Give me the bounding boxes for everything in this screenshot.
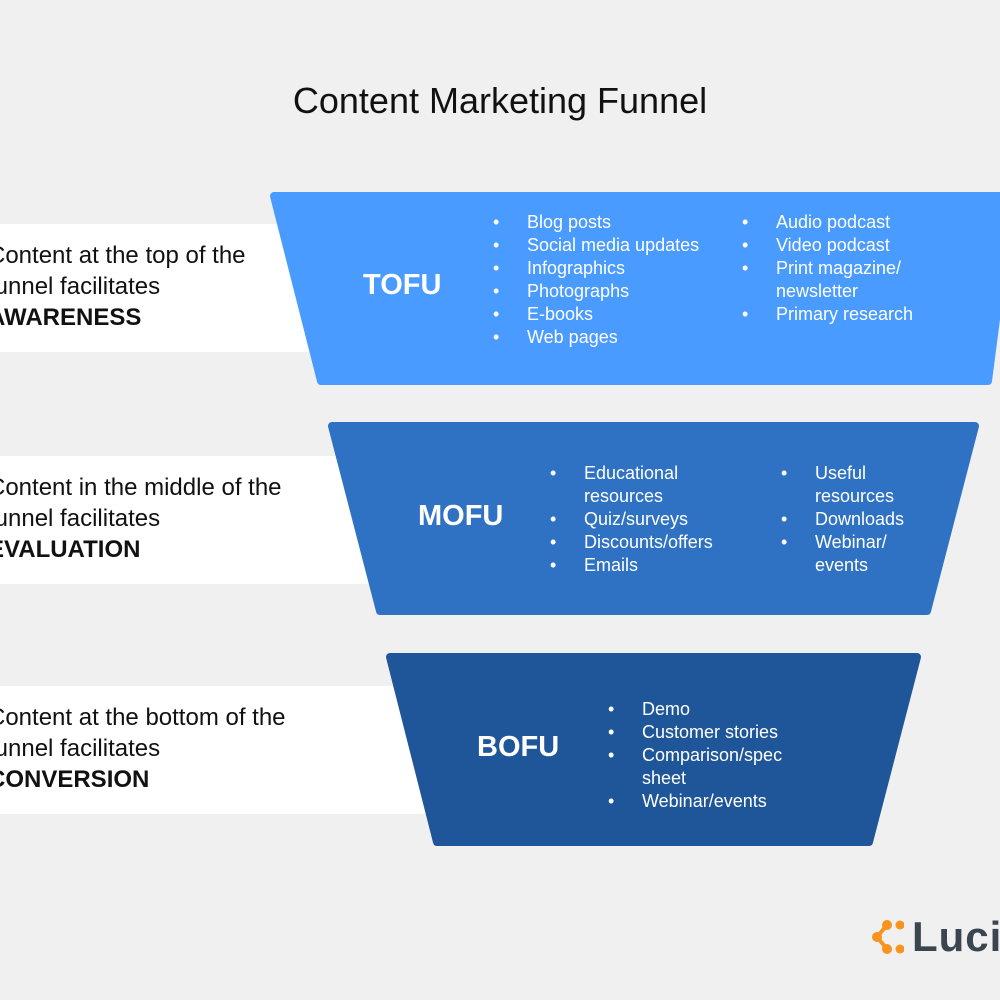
desc-emphasis: AWARENESS xyxy=(0,304,142,331)
list-item: Discounts/offers xyxy=(550,531,754,554)
list-item: Emails xyxy=(550,554,754,577)
list-item: Infographics xyxy=(493,257,737,280)
desc-line: funnel facilitates xyxy=(0,735,161,762)
list-item: Customer stories xyxy=(608,721,812,744)
list-item: Webinar/events xyxy=(608,790,812,813)
list-item: Comparison/spec sheet xyxy=(608,744,812,790)
list-item: Quiz/surveys xyxy=(550,508,754,531)
tofu-list-2: Audio podcastVideo podcastPrint magazine… xyxy=(742,211,956,326)
list-item: Blog posts xyxy=(493,211,737,234)
list-item: Print magazine/ newsletter xyxy=(742,257,956,303)
stage-label-tofu: TOFU xyxy=(363,269,442,301)
list-item: Useful resources xyxy=(781,462,935,508)
list-item: Audio podcast xyxy=(742,211,956,234)
desc-line: Content at the top of the xyxy=(0,242,246,269)
list-item: Demo xyxy=(608,698,812,721)
list-item: Web pages xyxy=(493,326,737,349)
desc-line: Content in the middle of the xyxy=(0,474,282,501)
bofu-description: Content at the bottom of the funnel facil… xyxy=(0,686,440,814)
mofu-list-1: Educational resourcesQuiz/surveysDiscoun… xyxy=(550,462,754,577)
mofu-description: Content in the middle of the funnel facil… xyxy=(0,456,380,584)
list-item: Educational resources xyxy=(550,462,754,508)
list-item: Video podcast xyxy=(742,234,956,257)
list-item: Photographs xyxy=(493,280,737,303)
stage-label-mofu: MOFU xyxy=(418,500,504,532)
desc-line: Content at the bottom of the xyxy=(0,704,286,731)
bofu-list-1: DemoCustomer storiesComparison/spec shee… xyxy=(608,698,812,813)
list-item: Primary research xyxy=(742,303,956,326)
desc-line: funnel facilitates xyxy=(0,505,161,532)
desc-emphasis: CONVERSION xyxy=(0,766,150,793)
list-item: Webinar/ events xyxy=(781,531,935,577)
lucid-logo: Lucid xyxy=(872,913,1000,961)
desc-emphasis: EVALUATION xyxy=(0,536,141,563)
diagram-title: Content Marketing Funnel xyxy=(292,80,708,121)
tofu-description: Content at the top of the funnel facilita… xyxy=(0,224,320,352)
list-item: E-books xyxy=(493,303,737,326)
desc-line: funnel facilitates xyxy=(0,273,161,300)
mofu-list-2: Useful resourcesDownloadsWebinar/ events xyxy=(781,462,935,577)
lucid-logo-icon xyxy=(872,920,904,954)
tofu-list-1: Blog postsSocial media updatesInfographi… xyxy=(493,211,737,349)
list-item: Downloads xyxy=(781,508,935,531)
list-item: Social media updates xyxy=(493,234,737,257)
lucid-logo-text: Lucid xyxy=(912,913,1000,960)
stage-label-bofu: BOFU xyxy=(477,731,560,763)
